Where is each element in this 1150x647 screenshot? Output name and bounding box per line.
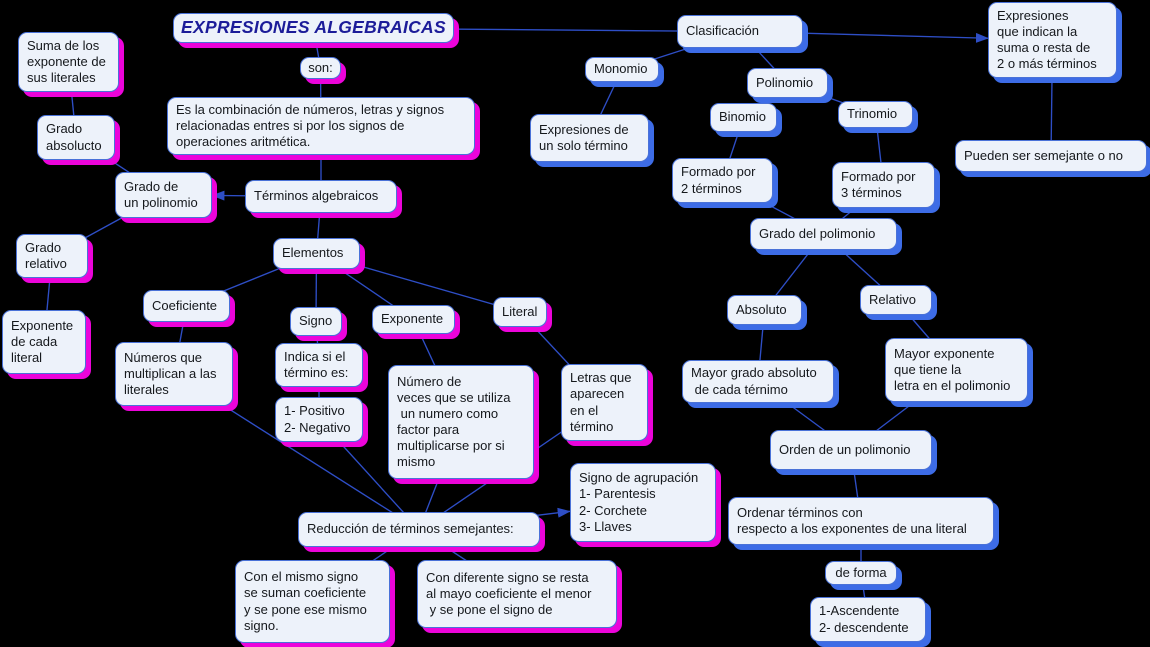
node-terminos[interactable]: Términos algebraicos	[245, 180, 397, 213]
node-suma[interactable]: Suma de los exponente de sus literales	[18, 32, 119, 92]
node-polinomio[interactable]: Polinomio	[747, 68, 828, 98]
node-letras[interactable]: Letras que aparecen en el término	[561, 364, 648, 441]
node-clasificacion[interactable]: Clasificación	[677, 15, 803, 48]
node-mayorExponente[interactable]: Mayor exponente que tiene la letra en el…	[885, 338, 1028, 402]
node-binomio[interactable]: Binomio	[710, 103, 777, 132]
node-conDiferente[interactable]: Con diferente signo se resta al mayo coe…	[417, 560, 617, 628]
node-reduccion[interactable]: Reducción de términos semejantes:	[298, 512, 540, 547]
node-gradoDeUnPolinomio[interactable]: Grado de un polinomio	[115, 172, 212, 218]
node-exponente[interactable]: Exponente	[372, 305, 455, 334]
node-elementos[interactable]: Elementos	[273, 238, 360, 269]
node-conMismo[interactable]: Con el mismo signo se suman coeficiente …	[235, 560, 390, 643]
node-expresionesIndican[interactable]: Expresiones que indican la suma o resta …	[988, 2, 1117, 78]
node-combinacion[interactable]: Es la combinación de números, letras y s…	[167, 97, 475, 155]
node-son[interactable]: son:	[300, 57, 341, 79]
node-puedenSer[interactable]: Pueden ser semejante o no	[955, 140, 1147, 172]
node-literal[interactable]: Literal	[493, 297, 547, 327]
node-formado2[interactable]: Formado por 2 términos	[672, 158, 773, 203]
node-gradoDelPolimonio[interactable]: Grado del polimonio	[750, 218, 897, 250]
node-absoluto[interactable]: Absoluto	[727, 295, 802, 325]
node-title[interactable]: EXPRESIONES ALGEBRAICAS	[173, 13, 454, 43]
node-mayorGrado[interactable]: Mayor grado absoluto de cada térnimo	[682, 360, 834, 403]
node-coeficiente[interactable]: Coeficiente	[143, 290, 230, 322]
node-monomio[interactable]: Monomio	[585, 57, 659, 82]
node-ordenPolimonio[interactable]: Orden de un polimonio	[770, 430, 932, 470]
node-indica[interactable]: Indica si el término es:	[275, 343, 363, 387]
node-numeroDeVeces[interactable]: Número de veces que se utiliza un numero…	[388, 365, 534, 479]
node-expresionesSolo[interactable]: Expresiones de un solo término	[530, 114, 649, 162]
node-numerosQue[interactable]: Números que multiplican a las literales	[115, 342, 233, 406]
node-gradoRelativo[interactable]: Grado relativo	[16, 234, 88, 278]
node-deForma[interactable]: de forma	[825, 561, 897, 585]
node-relativo[interactable]: Relativo	[860, 285, 932, 315]
node-ordenarTerminos[interactable]: Ordenar términos con respecto a los expo…	[728, 497, 994, 545]
node-exponenteCadaLiteral[interactable]: Exponente de cada literal	[2, 310, 86, 374]
node-signoAgrupacion[interactable]: Signo de agrupación 1- Parentesis 2- Cor…	[570, 463, 716, 542]
node-trinomio[interactable]: Trinomio	[838, 101, 913, 128]
node-gradoAbsolucto[interactable]: Grado absolucto	[37, 115, 115, 160]
node-signo[interactable]: Signo	[290, 307, 342, 336]
node-positivoNegativo[interactable]: 1- Positivo 2- Negativo	[275, 397, 363, 442]
node-ascendente[interactable]: 1-Ascendente 2- descendente	[810, 597, 926, 642]
node-formado3[interactable]: Formado por 3 términos	[832, 162, 935, 208]
